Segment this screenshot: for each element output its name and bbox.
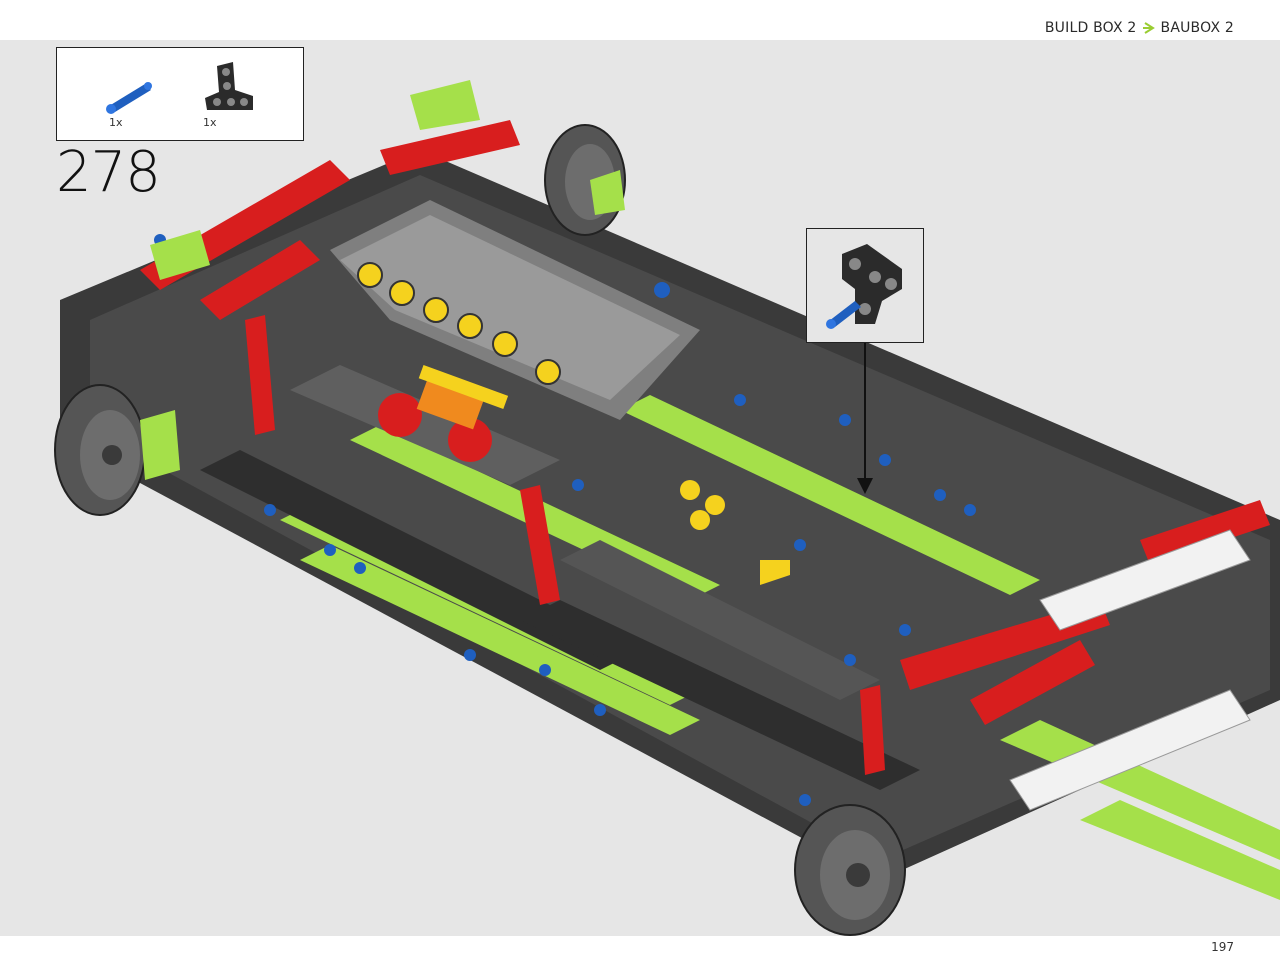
step-number: 278 [56, 140, 161, 205]
part-qty-1: 1x [109, 116, 123, 129]
chevron-right-icon [1142, 22, 1155, 34]
page-number: 197 [1211, 940, 1234, 954]
front-left-hub [54, 384, 146, 516]
part-qty-2: 1x [203, 116, 217, 129]
breadcrumb: BUILD BOX 2 BAUBOX 2 [1045, 20, 1234, 36]
blue-axle-pin-icon [106, 82, 152, 114]
black-l-beam-icon [205, 62, 253, 110]
page-footer: 197 [0, 936, 1280, 974]
callout-parts [826, 244, 902, 329]
parts-list: 1x 1x [56, 47, 304, 141]
rear-left-hub [794, 804, 906, 936]
instruction-stage [0, 40, 1280, 936]
page-header: BUILD BOX 2 BAUBOX 2 [0, 0, 1280, 40]
callout-box [806, 228, 924, 343]
breadcrumb-build-box: BUILD BOX 2 [1044, 20, 1137, 36]
lego-chassis-illustration [54, 80, 1280, 936]
breadcrumb-baubox: BAUBOX 2 [1160, 20, 1234, 36]
blue-axle-pin-icon [826, 301, 861, 329]
